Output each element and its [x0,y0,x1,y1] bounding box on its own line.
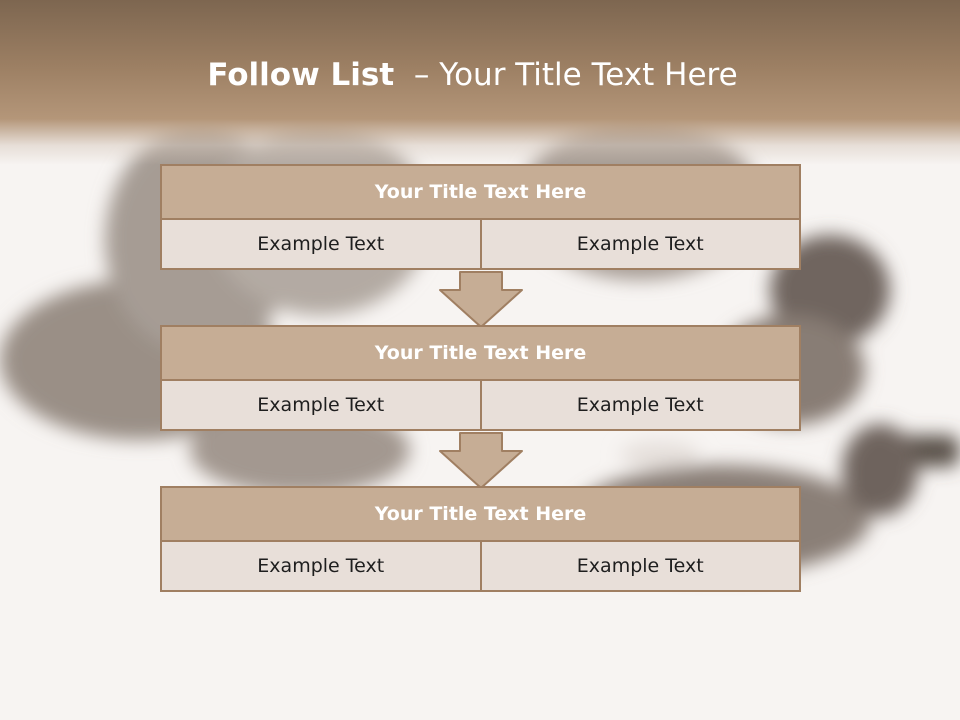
header-band [0,0,960,165]
step-block-2: Your Title Text Here Example Text Exampl… [160,325,801,431]
step-cell-right: Example Text [479,220,800,268]
step-cell-left: Example Text [257,555,385,577]
step-block-1: Your Title Text Here Example Text Exampl… [160,164,801,270]
step-title: Your Title Text Here [160,486,801,542]
step-cell-left: Example Text [257,394,385,416]
down-arrow-icon [439,432,523,489]
step-cell-left: Example Text [257,233,385,255]
down-arrow-icon [439,271,523,328]
step-title: Your Title Text Here [160,164,801,220]
slide-title-rest: – Your Title Text Here [413,57,738,93]
slide-title: Follow List – Your Title Text Here [0,52,945,98]
step-row: Example Text Example Text [160,542,801,592]
step-row: Example Text Example Text [160,381,801,431]
step-block-3: Your Title Text Here Example Text Exampl… [160,486,801,592]
slide-title-bold: Follow List [207,57,395,93]
step-cell-right: Example Text [479,381,800,429]
step-cell-right: Example Text [479,542,800,590]
step-title: Your Title Text Here [160,325,801,381]
step-row: Example Text Example Text [160,220,801,270]
